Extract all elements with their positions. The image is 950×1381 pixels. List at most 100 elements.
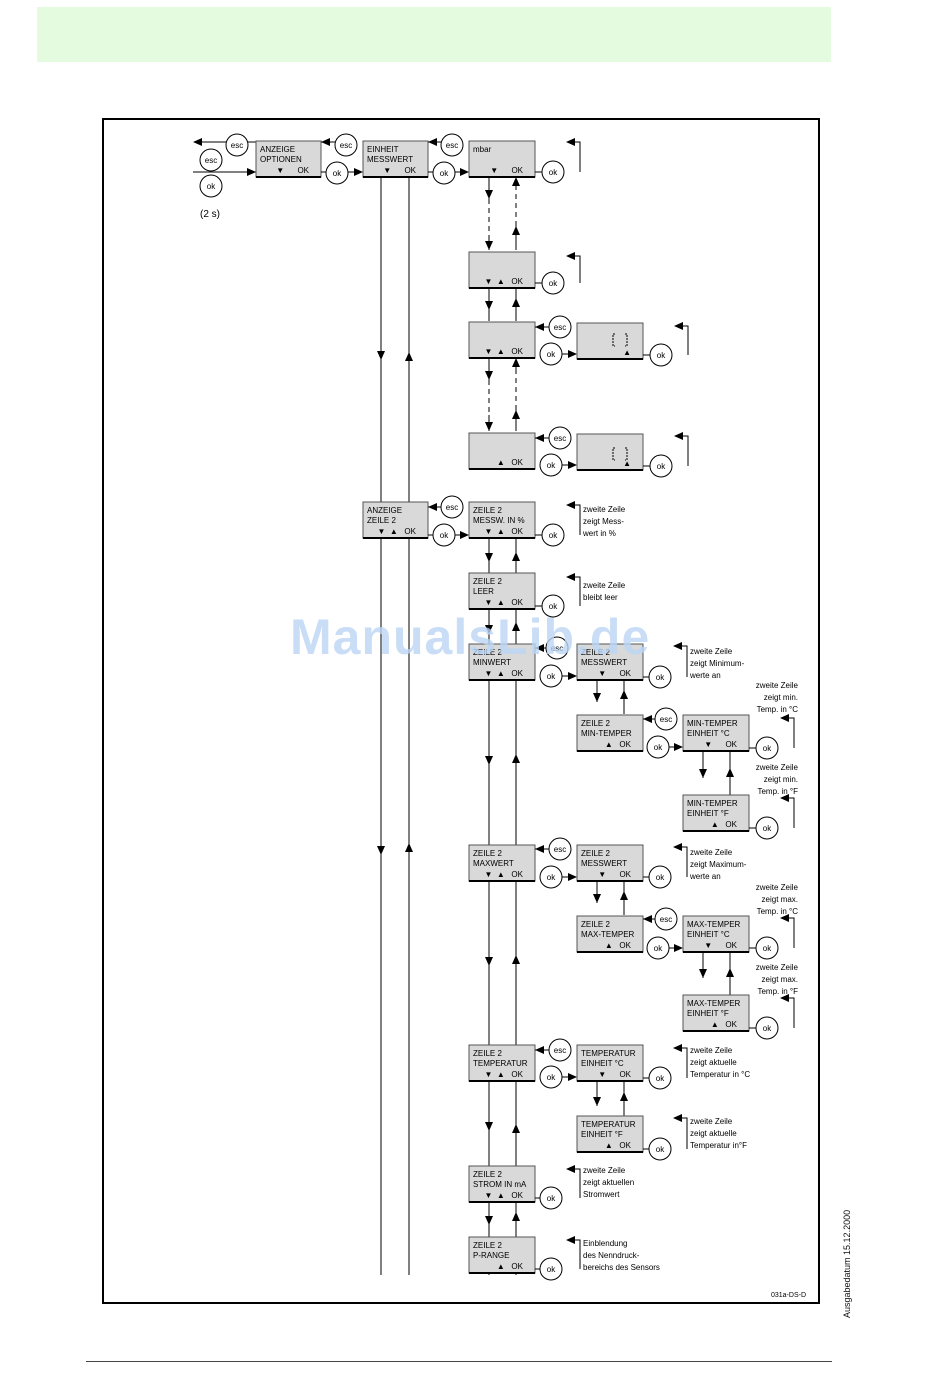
button-label: ok xyxy=(440,531,449,540)
note-line: zeigt aktuelle xyxy=(690,1129,737,1138)
ok-button[interactable]: ok xyxy=(541,271,565,295)
ok-button[interactable]: ok xyxy=(646,735,670,759)
screen-line-1: ZEILE 2 xyxy=(473,506,502,515)
ok-button[interactable]: ok xyxy=(325,161,349,185)
esc-button[interactable]: esc xyxy=(440,133,464,157)
arrowhead xyxy=(620,891,628,900)
ok-button[interactable]: ok xyxy=(539,453,563,477)
screen-line-1: MAX-TEMPER xyxy=(687,920,741,929)
arrowhead xyxy=(673,1114,682,1122)
esc-button[interactable]: esc xyxy=(199,148,223,172)
arrowhead xyxy=(512,754,520,763)
ok-button[interactable]: ok xyxy=(649,454,673,478)
ok-button[interactable]: ok xyxy=(432,523,456,547)
button-label: ok xyxy=(657,351,666,360)
esc-button[interactable]: esc xyxy=(440,495,464,519)
ok-button[interactable]: ok xyxy=(432,161,456,185)
arrowhead xyxy=(512,177,520,186)
button-circle xyxy=(334,133,358,157)
lcd-screen-z2-prange: ZEILE 2P-RANGE▲ OK xyxy=(468,1236,536,1274)
screen-line-2: MESSW. IN % xyxy=(473,516,525,525)
screen-line-1: MAX-TEMPER xyxy=(687,999,741,1008)
screen-line-3: ▼ ▲ OK xyxy=(484,1070,523,1079)
esc-button[interactable]: esc xyxy=(548,1038,572,1062)
note-line: zweite Zeile xyxy=(756,763,799,772)
button-label: ok xyxy=(547,1194,556,1203)
diagram-frame xyxy=(102,118,820,1304)
esc-button[interactable]: esc xyxy=(225,133,249,157)
esc-button[interactable]: esc xyxy=(334,133,358,157)
note-line: zeigt Minimum- xyxy=(690,659,745,668)
screen-line-1: EINHEIT xyxy=(367,145,399,154)
screen-line-3: ▲ OK xyxy=(497,1262,524,1271)
button-label: ok xyxy=(763,824,772,833)
arrowhead xyxy=(460,168,469,176)
button-label: ok xyxy=(654,944,663,953)
note-line: zweite Zeile xyxy=(690,848,733,857)
ok-button[interactable]: ok xyxy=(199,174,223,198)
ok-button[interactable]: ok xyxy=(755,1016,779,1040)
button-label: esc xyxy=(205,156,217,165)
screen-line-3: ▲ OK xyxy=(605,941,632,950)
button-label: ok xyxy=(547,1265,556,1274)
ok-button[interactable]: ok xyxy=(539,1186,563,1210)
button-label: ok xyxy=(549,168,558,177)
esc-button[interactable]: esc xyxy=(654,707,678,731)
ok-button[interactable]: ok xyxy=(755,936,779,960)
ok-button[interactable]: ok xyxy=(539,865,563,889)
screen-line-1: ANZEIGE xyxy=(367,506,402,515)
screen-line-3: ▼ ▲ OK xyxy=(484,598,523,607)
screen-line-1: ZEILE 2 xyxy=(473,1170,502,1179)
screen-line-2: MIN-TEMPER xyxy=(581,729,632,738)
esc-button[interactable]: esc xyxy=(654,907,678,931)
button-label: esc xyxy=(554,434,566,443)
arrowhead xyxy=(568,1073,577,1081)
button-circle xyxy=(432,161,456,185)
loop-line xyxy=(567,576,581,606)
arrowhead xyxy=(674,322,683,330)
ok-button[interactable]: ok xyxy=(539,664,563,688)
bracket-icon xyxy=(612,447,628,461)
header-band xyxy=(37,7,831,62)
ok-button[interactable]: ok xyxy=(755,736,779,760)
ok-button[interactable]: ok xyxy=(648,665,672,689)
ok-button[interactable]: ok xyxy=(649,343,673,367)
ok-button[interactable]: ok xyxy=(539,342,563,366)
esc-button[interactable]: esc xyxy=(548,426,572,450)
ok-button[interactable]: ok xyxy=(539,1065,563,1089)
figure-id: 031a-DS-D xyxy=(771,1292,806,1299)
screen-line-1: ZEILE 2 xyxy=(473,1241,502,1250)
screen-background xyxy=(468,1236,536,1274)
arrowhead xyxy=(568,672,577,680)
ok-button[interactable]: ok xyxy=(648,1137,672,1161)
arrowhead xyxy=(568,873,577,881)
esc-button[interactable]: esc xyxy=(548,315,572,339)
note-line: zweite Zeile xyxy=(756,681,799,690)
ok-button[interactable]: ok xyxy=(755,816,779,840)
screen-background xyxy=(468,432,536,470)
screen-line-2: EINHEIT °F xyxy=(687,809,729,818)
button-label: ok xyxy=(547,461,556,470)
screen-line-3: ▼ ▲ OK xyxy=(377,527,416,536)
arrowhead xyxy=(512,1212,520,1221)
ok-button[interactable]: ok xyxy=(648,1066,672,1090)
ok-button[interactable]: ok xyxy=(541,160,565,184)
note-line: Stromwert xyxy=(583,1190,620,1199)
esc-button[interactable]: esc xyxy=(548,837,572,861)
ok-button[interactable]: ok xyxy=(541,523,565,547)
lcd-screen-unit-2: ▼ ▲ OK xyxy=(468,251,536,289)
screen-background xyxy=(576,1115,644,1153)
ok-button[interactable]: ok xyxy=(646,936,670,960)
ok-button[interactable]: ok xyxy=(539,1257,563,1281)
watermark: ManualsLib.de xyxy=(290,609,651,665)
screen-line-2: ZEILE 2 xyxy=(367,516,396,525)
arrowhead xyxy=(512,552,520,561)
screen-line-2: EINHEIT °C xyxy=(687,930,730,939)
loop-line xyxy=(567,504,581,535)
ok-button[interactable]: ok xyxy=(648,865,672,889)
button-label: ok xyxy=(547,672,556,681)
